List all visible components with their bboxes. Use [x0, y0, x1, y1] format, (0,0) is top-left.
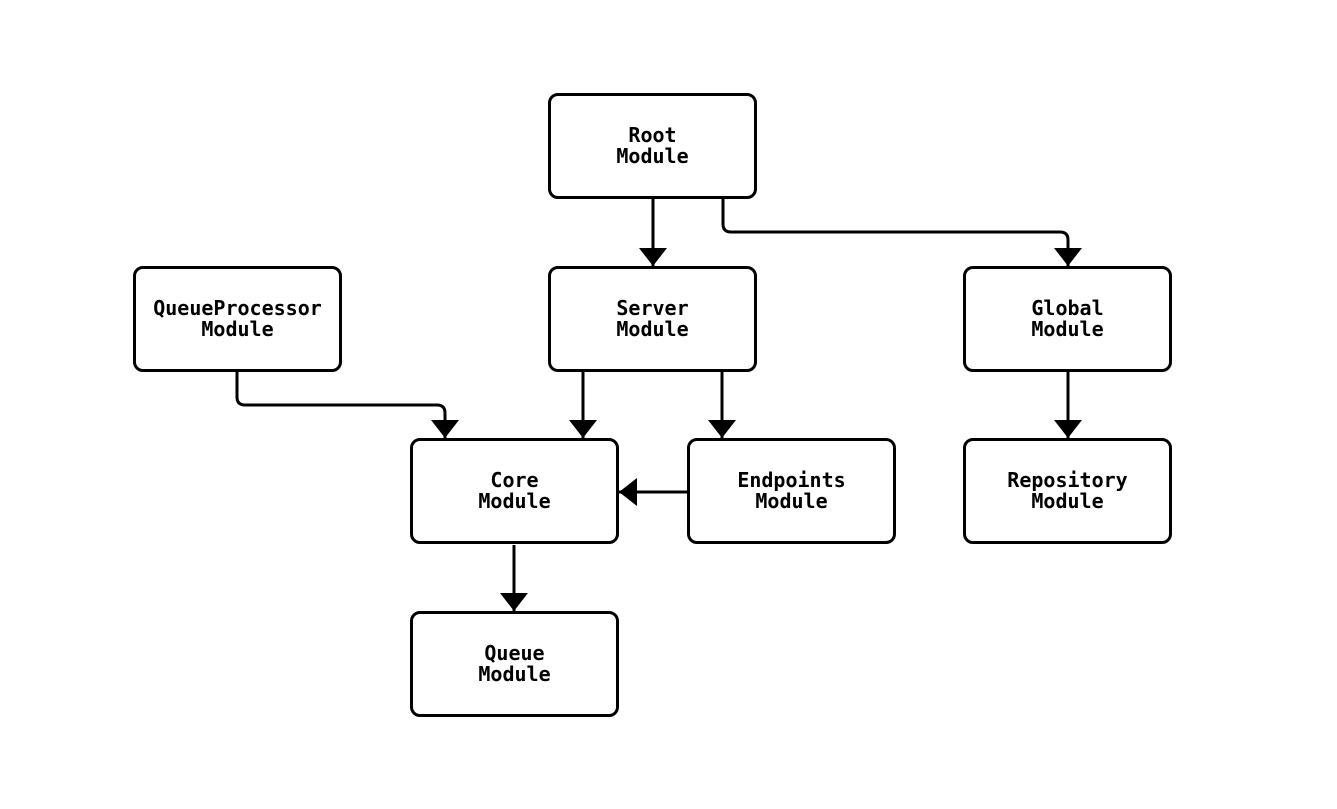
- node-endpoints-module: Endpoints Module: [687, 438, 896, 544]
- node-core-module-label: Core Module: [478, 468, 551, 513]
- node-server-module-label: Server Module: [616, 296, 689, 341]
- node-global-module-label: Global Module: [1031, 296, 1104, 341]
- node-queue-module: Queue Module: [410, 611, 619, 717]
- node-root-module-label: Root Module: [616, 123, 689, 168]
- node-root-module: Root Module: [548, 93, 757, 199]
- node-core-module: Core Module: [410, 438, 619, 544]
- node-queueprocessor-module-label: QueueProcessor Module: [153, 296, 322, 341]
- node-repository-module: Repository Module: [963, 438, 1172, 544]
- node-queueprocessor-module: QueueProcessor Module: [133, 266, 342, 372]
- node-endpoints-module-label: Endpoints Module: [737, 468, 846, 513]
- node-server-module: Server Module: [548, 266, 757, 372]
- edge-root-to-global: [721, 198, 1082, 266]
- node-repository-module-label: Repository Module: [1007, 468, 1128, 513]
- node-queue-module-label: Queue Module: [478, 641, 551, 686]
- edge-queueprocessor-to-core: [235, 372, 459, 438]
- node-global-module: Global Module: [963, 266, 1172, 372]
